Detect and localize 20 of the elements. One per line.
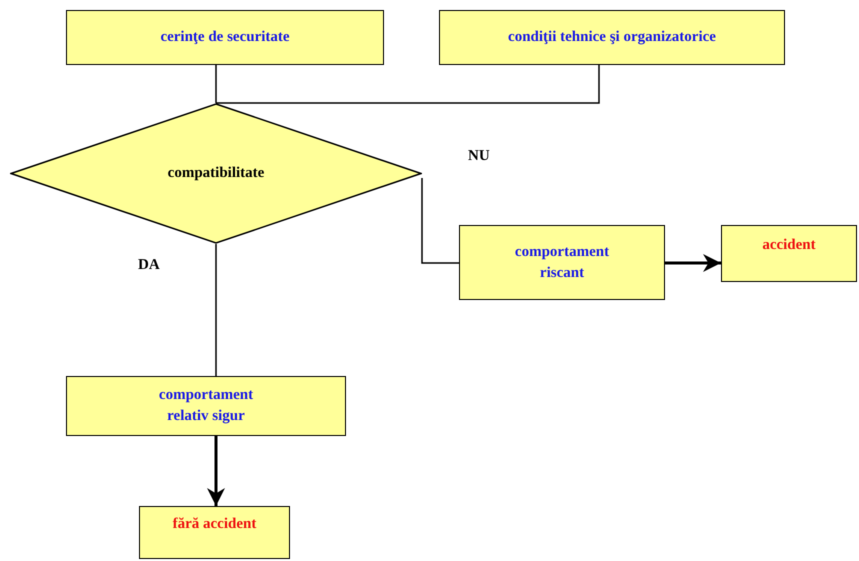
connector-line (421, 178, 459, 264)
arrow (207, 436, 225, 506)
process-box (459, 225, 665, 300)
node-label: cerinţe de securitate (160, 28, 290, 47)
node-label: fără accident (172, 515, 256, 534)
process-box (721, 225, 857, 282)
decision-diamond (10, 103, 422, 244)
node-label: compatibilitate (168, 164, 264, 183)
node-label: condiţii tehnice şi organizatorice (508, 28, 716, 47)
connector-line (216, 65, 600, 104)
node-label: accident (762, 236, 816, 255)
node-label: comportament relativ sigur (158, 386, 254, 426)
process-box (66, 10, 384, 65)
process-box (439, 10, 785, 65)
process-box (139, 506, 290, 559)
connector-line (215, 244, 217, 376)
node-label: comportament riscant (514, 242, 610, 282)
process-box (66, 376, 346, 436)
connector-line (215, 65, 217, 103)
arrow (665, 254, 721, 272)
